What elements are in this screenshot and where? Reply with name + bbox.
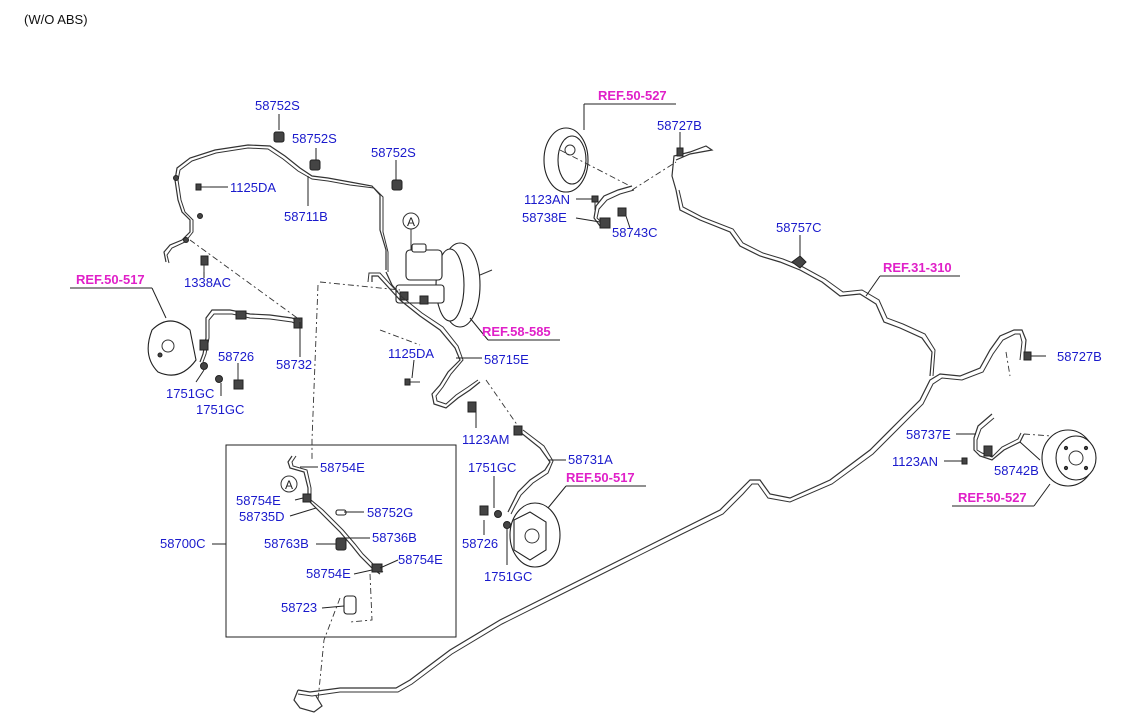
dashed-guides: [189, 149, 1053, 701]
rear-right-drum: [1041, 429, 1097, 487]
label-1123an-right: 1123AN: [892, 454, 938, 469]
rear-left-hose-58738e: [593, 185, 635, 229]
front-right-disc: [509, 502, 561, 568]
front-brake-pipe-58711b: [163, 144, 389, 272]
label-1125da-upper: 1125DA: [230, 180, 276, 195]
variant-header: (W/O ABS): [24, 12, 88, 27]
pipe-to-booster: [385, 271, 399, 293]
main-rear-brake-line: [293, 189, 1027, 713]
bolt-1125da-upper: [195, 183, 210, 191]
label-58726-right: 58726: [462, 536, 498, 551]
label-58738e: 58738E: [522, 210, 567, 225]
bolt-1125da-mid: [404, 378, 420, 386]
bolt-1123an-top: [591, 195, 599, 210]
front-left-dust-shield: [147, 320, 197, 376]
label-58754e-2: 58754E: [236, 493, 281, 508]
label-1125da-mid: 1125DA: [388, 346, 434, 361]
label-58715e: 58715E: [484, 352, 529, 367]
brake-pipe-58715e: [367, 272, 481, 413]
label-1123an-top: 1123AN: [524, 192, 570, 207]
ref-50-517-left[interactable]: REF.50-517: [76, 272, 145, 287]
bolt-1123an-right: [961, 457, 968, 465]
label-58727b-top: 58727B: [657, 118, 702, 133]
label-1751gc-right-2: 1751GC: [484, 569, 532, 584]
label-58752s-3: 58752S: [371, 145, 416, 160]
label-58763b: 58763B: [264, 536, 309, 551]
clip-58757c: [791, 255, 807, 269]
label-58711b: 58711B: [284, 209, 328, 224]
label-58743c: 58743C: [612, 225, 658, 240]
brake-booster: [435, 242, 493, 328]
clip-58727b-top: [676, 147, 684, 157]
bolt-58726-left: [233, 370, 244, 390]
bolt-1338ac: [200, 255, 209, 272]
label-58752s-2: 58752S: [292, 131, 337, 146]
washers-1751gc-right: [494, 510, 511, 529]
label-1751gc-right-1: 1751GC: [468, 460, 516, 475]
brake-hose-58732: [199, 309, 303, 363]
leader-lines: [70, 103, 1051, 609]
label-1751gc-left-1: 1751GC: [166, 386, 214, 401]
washers-1751gc-left: [200, 362, 223, 383]
marker-a-top: A: [402, 212, 420, 250]
label-58752g: 58752G: [367, 505, 413, 520]
marker-a-top-label: A: [407, 215, 415, 229]
label-58723: 58723: [281, 600, 317, 615]
clip-58752s-2: [309, 159, 321, 171]
label-58735d: 58735D: [239, 509, 285, 524]
label-58754e-3: 58754E: [306, 566, 351, 581]
bracket-58743c: [671, 145, 714, 191]
ref-58-585[interactable]: REF.58-585: [482, 324, 551, 339]
label-58731a: 58731A: [568, 452, 613, 467]
label-1751gc-left-2: 1751GC: [196, 402, 244, 417]
ref-50-527-top[interactable]: REF.50-527: [598, 88, 667, 103]
label-58757c: 58757C: [776, 220, 822, 235]
label-58737e: 58737E: [906, 427, 951, 442]
label-58732: 58732: [276, 357, 312, 372]
label-58736b: 58736B: [372, 530, 417, 545]
clip-58727b-right: [1023, 351, 1032, 361]
ref-31-310[interactable]: REF.31-310: [883, 260, 952, 275]
rear-left-backing-plate: [543, 127, 589, 193]
clip-58752s-1: [273, 131, 285, 143]
label-58754e-1: 58754E: [320, 460, 365, 475]
label-1123am: 1123AM: [462, 432, 509, 447]
rear-right-hose-58737e: [973, 413, 1025, 461]
label-58727b-right: 58727B: [1057, 349, 1102, 364]
proportioning-assembly-box: A: [225, 444, 457, 638]
bolt-58726-right: [479, 505, 489, 516]
master-cylinder: [395, 243, 445, 305]
clip-58752s-3: [391, 179, 403, 191]
marker-a-box-label: A: [285, 478, 293, 492]
ref-50-517-right[interactable]: REF.50-517: [566, 470, 635, 485]
label-58752s-1: 58752S: [255, 98, 300, 113]
label-1338ac: 1338AC: [184, 275, 231, 290]
label-58742b: 58742B: [994, 463, 1039, 478]
label-58754e-4: 58754E: [398, 552, 443, 567]
label-58726-left: 58726: [218, 349, 254, 364]
label-58700c: 58700C: [160, 536, 206, 551]
ref-50-527-right[interactable]: REF.50-527: [958, 490, 1027, 505]
